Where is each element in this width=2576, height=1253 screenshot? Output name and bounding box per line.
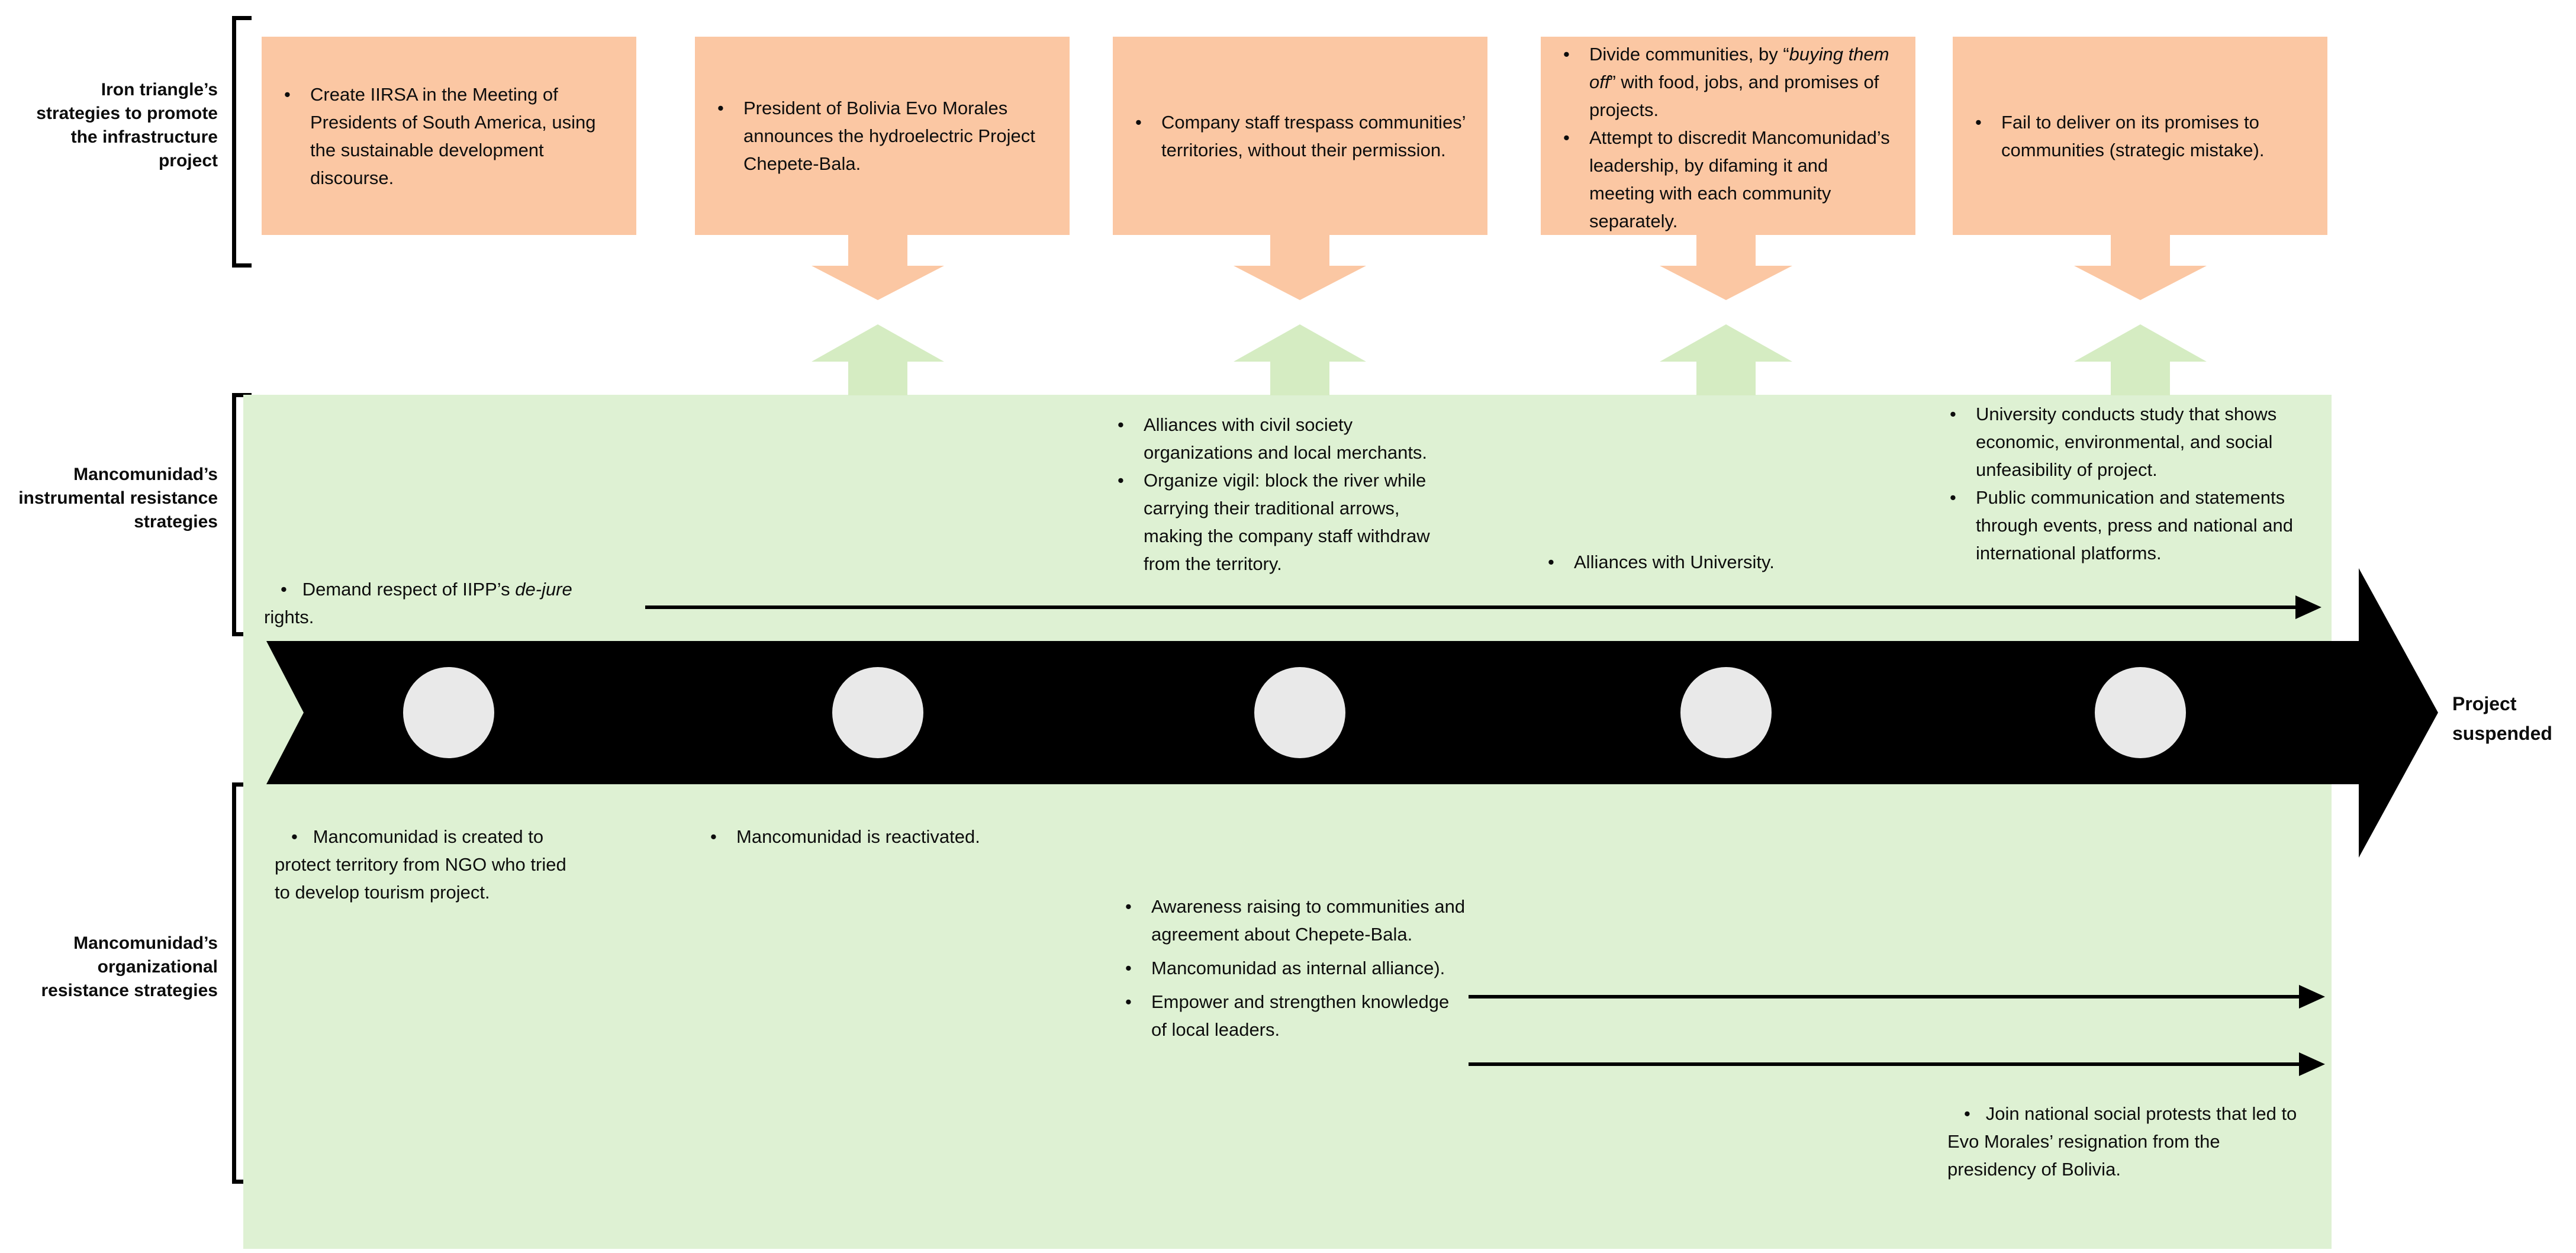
bullet-item: Alliances with civil society organizatio… <box>1115 411 1458 466</box>
bracket-organizational <box>232 782 252 1184</box>
row-label-iron-triangle: Iron triangle’s strategies to promote th… <box>36 80 218 170</box>
bracket-iron-triangle <box>232 16 252 268</box>
timeline-arrow <box>266 568 2438 858</box>
milestone-circle <box>1254 667 1345 758</box>
duration-arrow-alliance-head <box>2299 985 2325 1009</box>
duration-arrow-empower-head <box>2299 1052 2325 1076</box>
bullet-item: Divide communities, by “buying them off”… <box>1561 40 1894 124</box>
milestone-circle <box>403 667 494 758</box>
text-join-protests: Join national social protests that led t… <box>1947 1100 2303 1183</box>
bullet-item: Mancomunidad as internal alliance). <box>1123 954 1466 982</box>
bullet-item: Organize vigil: block the river while ca… <box>1115 466 1458 578</box>
bullet-item: Awareness raising to communities and agr… <box>1123 893 1466 948</box>
duration-arrow-rights-head <box>2295 595 2321 619</box>
text-mancomunidad-created: Mancomunidad is created to protect terri… <box>275 823 571 906</box>
strategy-box-trespass: Company staff trespass communities’ terr… <box>1113 37 1487 235</box>
bullet-item: Empower and strengthen knowledge of loca… <box>1123 988 1466 1043</box>
strategy-box-announcement: President of Bolivia Evo Morales announc… <box>695 37 1070 235</box>
bullet-item: Fail to deliver on its promises to commu… <box>1973 108 2306 164</box>
row-label-instrumental: Mancomunidad’s instrumental resistance s… <box>18 465 218 532</box>
bullet-item: Mancomunidad is reactivated. <box>708 823 1039 851</box>
milestone-circle <box>2095 667 2186 758</box>
text-university-alliance: Alliances with University. <box>1545 548 1853 576</box>
row-label-organizational: Mancomunidad’s organizational resistance… <box>41 933 218 1000</box>
bracket-instrumental <box>232 393 252 636</box>
strategy-box-fail-promises: Fail to deliver on its promises to commu… <box>1953 37 2327 235</box>
text-internal-alliance: Awareness raising to communities and agr… <box>1123 893 1466 1043</box>
bullet-item: President of Bolivia Evo Morales announc… <box>715 94 1048 178</box>
text-mancomunidad-reactivated: Mancomunidad is reactivated. <box>708 823 1039 851</box>
milestone-circle <box>832 667 923 758</box>
bullet-item: Create IIRSA in the Meeting of President… <box>282 80 615 192</box>
strategy-box-iirsa: Create IIRSA in the Meeting of President… <box>262 37 636 235</box>
bullet-item: Company staff trespass communities’ terr… <box>1133 108 1466 164</box>
strategy-box-divide: Divide communities, by “buying them off”… <box>1541 37 1915 235</box>
outcome-label: Project suspended <box>2452 693 2552 744</box>
text-civil-society: Alliances with civil society organizatio… <box>1115 411 1458 578</box>
text-demand-rights: Demand respect of IIPP’s de-jure rights. <box>264 575 619 631</box>
text-university-study: University conducts study that shows eco… <box>1947 400 2297 567</box>
bullet-item: Public communication and statements thro… <box>1947 484 2297 567</box>
bullet-item: Alliances with University. <box>1545 548 1853 576</box>
milestone-circle <box>1680 667 1772 758</box>
bullet-item: University conducts study that shows eco… <box>1947 400 2297 484</box>
bullet-item: Attempt to discredit Mancomunidad’s lead… <box>1561 124 1894 235</box>
